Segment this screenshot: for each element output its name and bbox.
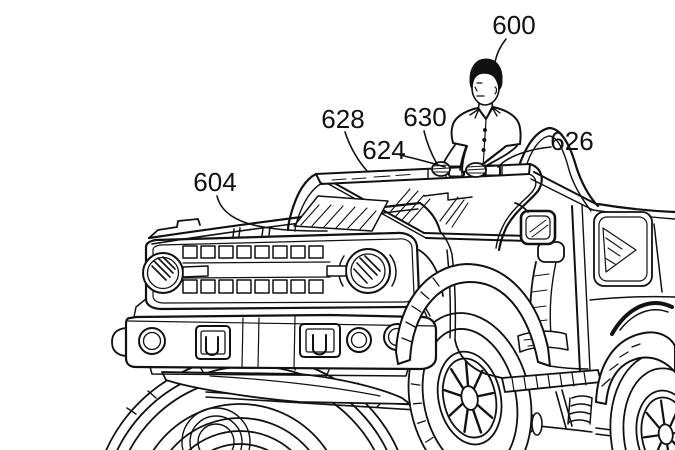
rear-brace bbox=[533, 171, 597, 205]
front-right-wheel bbox=[407, 312, 533, 450]
left-fog-light bbox=[138, 327, 166, 355]
rocker-panel bbox=[454, 339, 602, 393]
glass-hatching bbox=[300, 188, 469, 230]
folded-windshield bbox=[293, 173, 529, 341]
ear bbox=[494, 86, 498, 95]
shock-absorber bbox=[555, 389, 573, 429]
rear-door-frame bbox=[593, 211, 653, 287]
collar bbox=[469, 106, 501, 120]
ref-label-630: 630 bbox=[403, 102, 446, 132]
left-tow-hook bbox=[195, 325, 231, 360]
sleeve-hems bbox=[452, 142, 521, 147]
face-features bbox=[474, 82, 485, 97]
standing-occupant bbox=[442, 58, 522, 173]
right-fog-light bbox=[346, 327, 372, 353]
front-bumper bbox=[111, 313, 438, 377]
shirt-placket bbox=[482, 119, 487, 168]
right-forearm bbox=[482, 145, 518, 167]
leader-626 bbox=[497, 146, 552, 168]
coil-spring bbox=[567, 395, 593, 425]
front-fender-flare bbox=[395, 263, 589, 370]
rear-roll-hoop bbox=[517, 126, 600, 212]
hood-latches bbox=[232, 226, 271, 238]
reference-numerals: 600 604 624 626 628 630 bbox=[193, 10, 593, 197]
leader-630 bbox=[423, 130, 438, 165]
left-headlight bbox=[142, 252, 209, 294]
bumper-end-cap bbox=[111, 327, 127, 357]
ref-label-624: 624 bbox=[362, 135, 405, 165]
ref-label-626: 626 bbox=[550, 126, 593, 156]
ref-label-600: 600 bbox=[492, 10, 535, 40]
grille-slats bbox=[182, 245, 331, 294]
leader-628 bbox=[344, 131, 369, 173]
dash-trim bbox=[423, 192, 473, 201]
wheel-spokes bbox=[443, 360, 495, 434]
hair bbox=[469, 58, 503, 91]
beltline bbox=[423, 232, 529, 242]
hands bbox=[431, 161, 487, 178]
ref-label-604: 604 bbox=[193, 167, 236, 197]
leader-lines bbox=[216, 38, 552, 232]
leader-600 bbox=[486, 38, 507, 73]
door-opening-front-edge bbox=[439, 230, 457, 341]
rear-body bbox=[571, 202, 675, 373]
bar-front-leg bbox=[286, 172, 318, 232]
leader-624 bbox=[399, 154, 446, 168]
right-tow-hook bbox=[299, 323, 341, 358]
leader-604 bbox=[216, 195, 328, 232]
ref-label-628: 628 bbox=[321, 104, 364, 134]
front-fascia bbox=[142, 231, 421, 311]
rear-fender-flare bbox=[595, 301, 675, 405]
tire-sidewall-marks bbox=[410, 383, 434, 443]
skid-plate bbox=[161, 371, 411, 405]
windshield-glass bbox=[293, 195, 389, 232]
right-headlight bbox=[326, 248, 397, 294]
hub-rings bbox=[181, 407, 251, 450]
wheel-spokes bbox=[642, 399, 675, 450]
b-pillar bbox=[571, 205, 581, 373]
